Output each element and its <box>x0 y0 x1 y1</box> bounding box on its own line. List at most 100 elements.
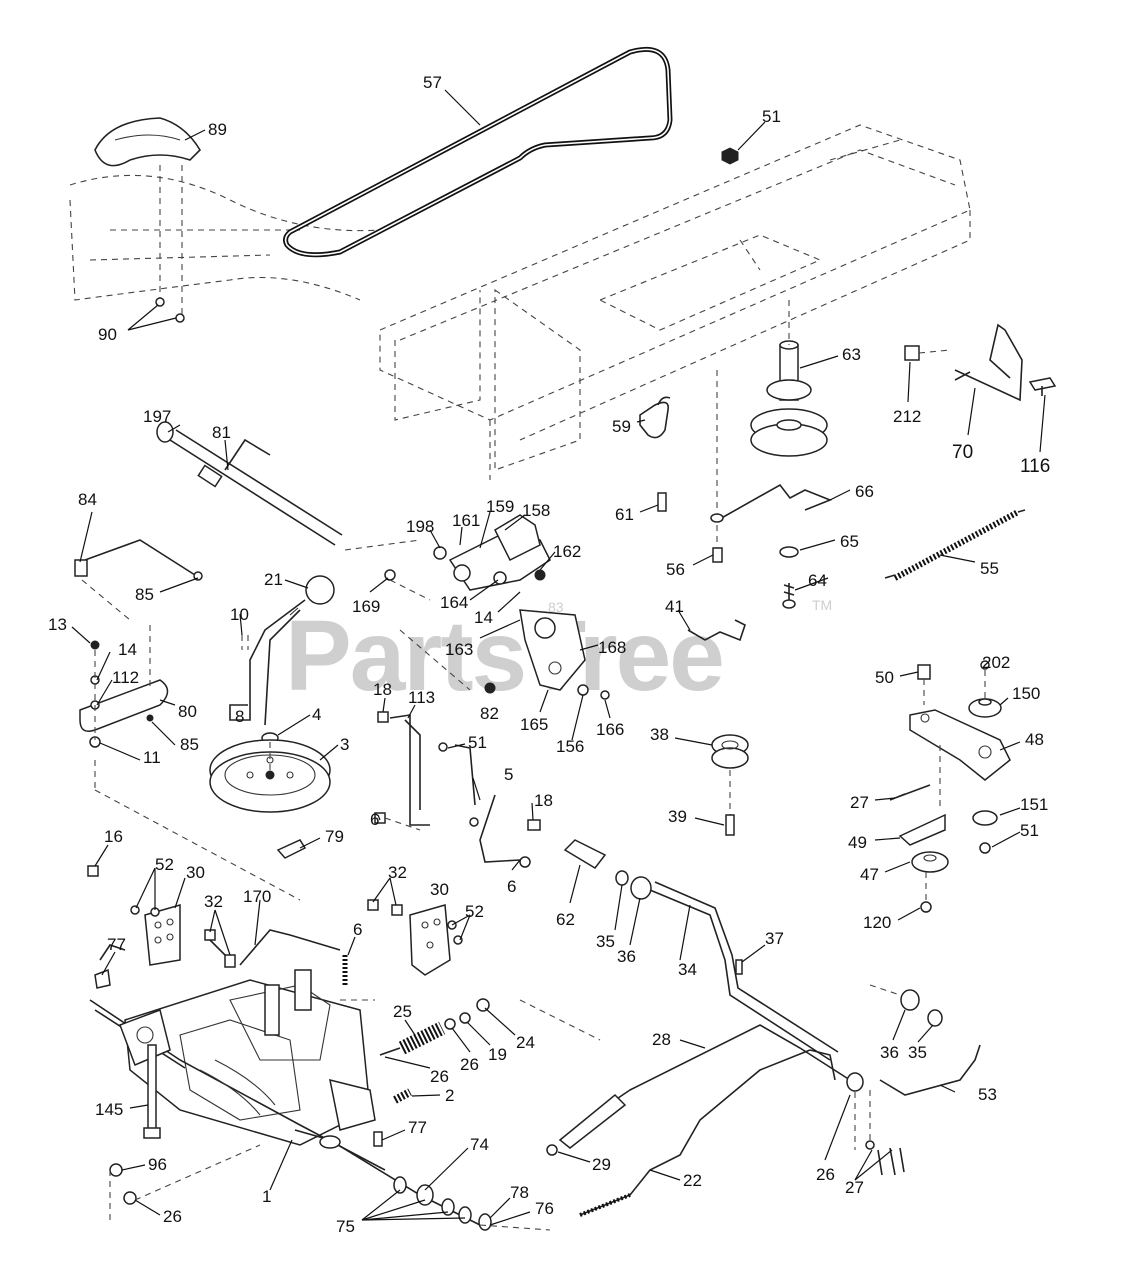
callout-label: 13 <box>48 615 67 634</box>
callout-label: 36 <box>617 947 636 966</box>
callout-labels: 57 89 51 90 63 212 70 116 197 81 59 84 1… <box>48 73 1050 1236</box>
callout-label: 11 <box>143 748 161 767</box>
callout-label: 51 <box>468 733 487 752</box>
callout-label: 2 <box>445 1086 454 1105</box>
chassis-frame <box>379 124 971 480</box>
callout-label: 164 <box>440 593 468 612</box>
fender-outline <box>69 117 381 323</box>
callout-label: 28 <box>652 1030 671 1049</box>
callout-label: 41 <box>665 597 684 616</box>
callout-label: 212 <box>893 407 921 426</box>
callout-label: 22 <box>683 1171 702 1190</box>
callout-label: 79 <box>325 827 344 846</box>
callout-label: 78 <box>510 1183 529 1202</box>
idler-arm-assembly <box>889 660 1011 913</box>
clutch-rod <box>579 1049 811 1216</box>
control-rods <box>374 711 541 868</box>
transaxle <box>89 969 481 1226</box>
callout-label: 169 <box>352 597 380 616</box>
callout-label: 77 <box>408 1118 427 1137</box>
callout-label: 34 <box>678 960 697 979</box>
transmission-pulley <box>209 732 331 859</box>
callout-label: 6 <box>353 920 362 939</box>
callout-label: 8 <box>235 707 244 726</box>
callout-label: 56 <box>666 560 685 579</box>
callout-label: 163 <box>445 640 473 659</box>
callout-label: 52 <box>155 855 174 874</box>
callout-label: 1 <box>262 1187 271 1206</box>
callout-label: 55 <box>980 559 999 578</box>
callout-label: 64 <box>808 571 827 590</box>
brake-rod <box>657 370 833 563</box>
callout-label: 150 <box>1012 684 1040 703</box>
left-bracket <box>99 904 236 968</box>
callout-label: 32 <box>388 863 407 882</box>
callout-label: 63 <box>842 345 861 364</box>
callout-label: 120 <box>863 913 891 932</box>
callout-label: 113 <box>408 688 435 707</box>
callout-label: 162 <box>553 542 581 561</box>
callout-label: 4 <box>312 705 321 724</box>
callout-label: 27 <box>850 793 869 812</box>
right-bracket <box>367 899 463 976</box>
callout-label: 90 <box>98 325 117 344</box>
rod-grip <box>558 1093 627 1149</box>
pushrod <box>239 929 341 966</box>
callout-label: 116 <box>1020 456 1050 477</box>
callout-label: 18 <box>373 680 392 699</box>
callout-label: 77 <box>107 935 126 954</box>
callout-label: 26 <box>460 1055 479 1074</box>
hex-nut-icon <box>721 147 739 165</box>
callout-label: 85 <box>135 585 154 604</box>
axle-washers <box>393 999 601 1231</box>
callout-label: 170 <box>243 887 271 906</box>
lower-hardware <box>94 968 383 1220</box>
callout-label: 166 <box>596 720 624 739</box>
callout-label: 84 <box>78 490 97 509</box>
callout-label: 26 <box>816 1165 835 1184</box>
callout-label: 26 <box>430 1067 449 1086</box>
callout-label: 6 <box>507 877 516 896</box>
callout-label: 21 <box>264 570 283 589</box>
callout-label: 6 <box>370 810 379 829</box>
callout-label: 50 <box>875 668 894 687</box>
callout-label: 82 <box>480 704 499 723</box>
callout-label: 35 <box>908 1043 927 1062</box>
callout-label: 76 <box>535 1199 554 1218</box>
callout-label: 51 <box>762 107 781 126</box>
callout-label: 158 <box>522 501 550 520</box>
callout-label: 112 <box>112 668 139 687</box>
brake-link <box>687 619 746 642</box>
callout-label: 145 <box>95 1100 123 1119</box>
callout-label: 75 <box>336 1217 355 1236</box>
callout-label: 65 <box>840 532 859 551</box>
callout-label: 49 <box>848 833 867 852</box>
callout-label: 18 <box>534 791 553 810</box>
rod-clip <box>735 959 743 975</box>
extension-spring <box>884 509 1026 581</box>
spring-washer-set <box>779 546 799 609</box>
callout-label: 70 <box>952 442 973 463</box>
callout-label: 57 <box>423 73 442 92</box>
callout-label: 161 <box>452 511 480 530</box>
callout-label: 14 <box>118 640 137 659</box>
callout-label: 81 <box>212 423 231 442</box>
callout-label: 62 <box>556 910 575 929</box>
rod-thread <box>579 1193 631 1217</box>
callout-label: 165 <box>520 715 548 734</box>
callout-label: 168 <box>598 638 626 657</box>
callout-label: 159 <box>486 497 514 516</box>
callout-label: 74 <box>470 1135 489 1154</box>
callout-label: 27 <box>845 1178 864 1197</box>
callout-label: 32 <box>204 892 223 911</box>
callout-label: 39 <box>668 807 687 826</box>
watermark-trademark: TM <box>812 597 832 613</box>
callout-label: 198 <box>406 517 434 536</box>
right-linkage <box>809 984 981 1176</box>
callout-label: 47 <box>860 865 879 884</box>
watermark-text: PartsTree <box>285 600 723 712</box>
shift-lever <box>229 575 335 726</box>
hairpin-clip-icon <box>639 396 671 439</box>
